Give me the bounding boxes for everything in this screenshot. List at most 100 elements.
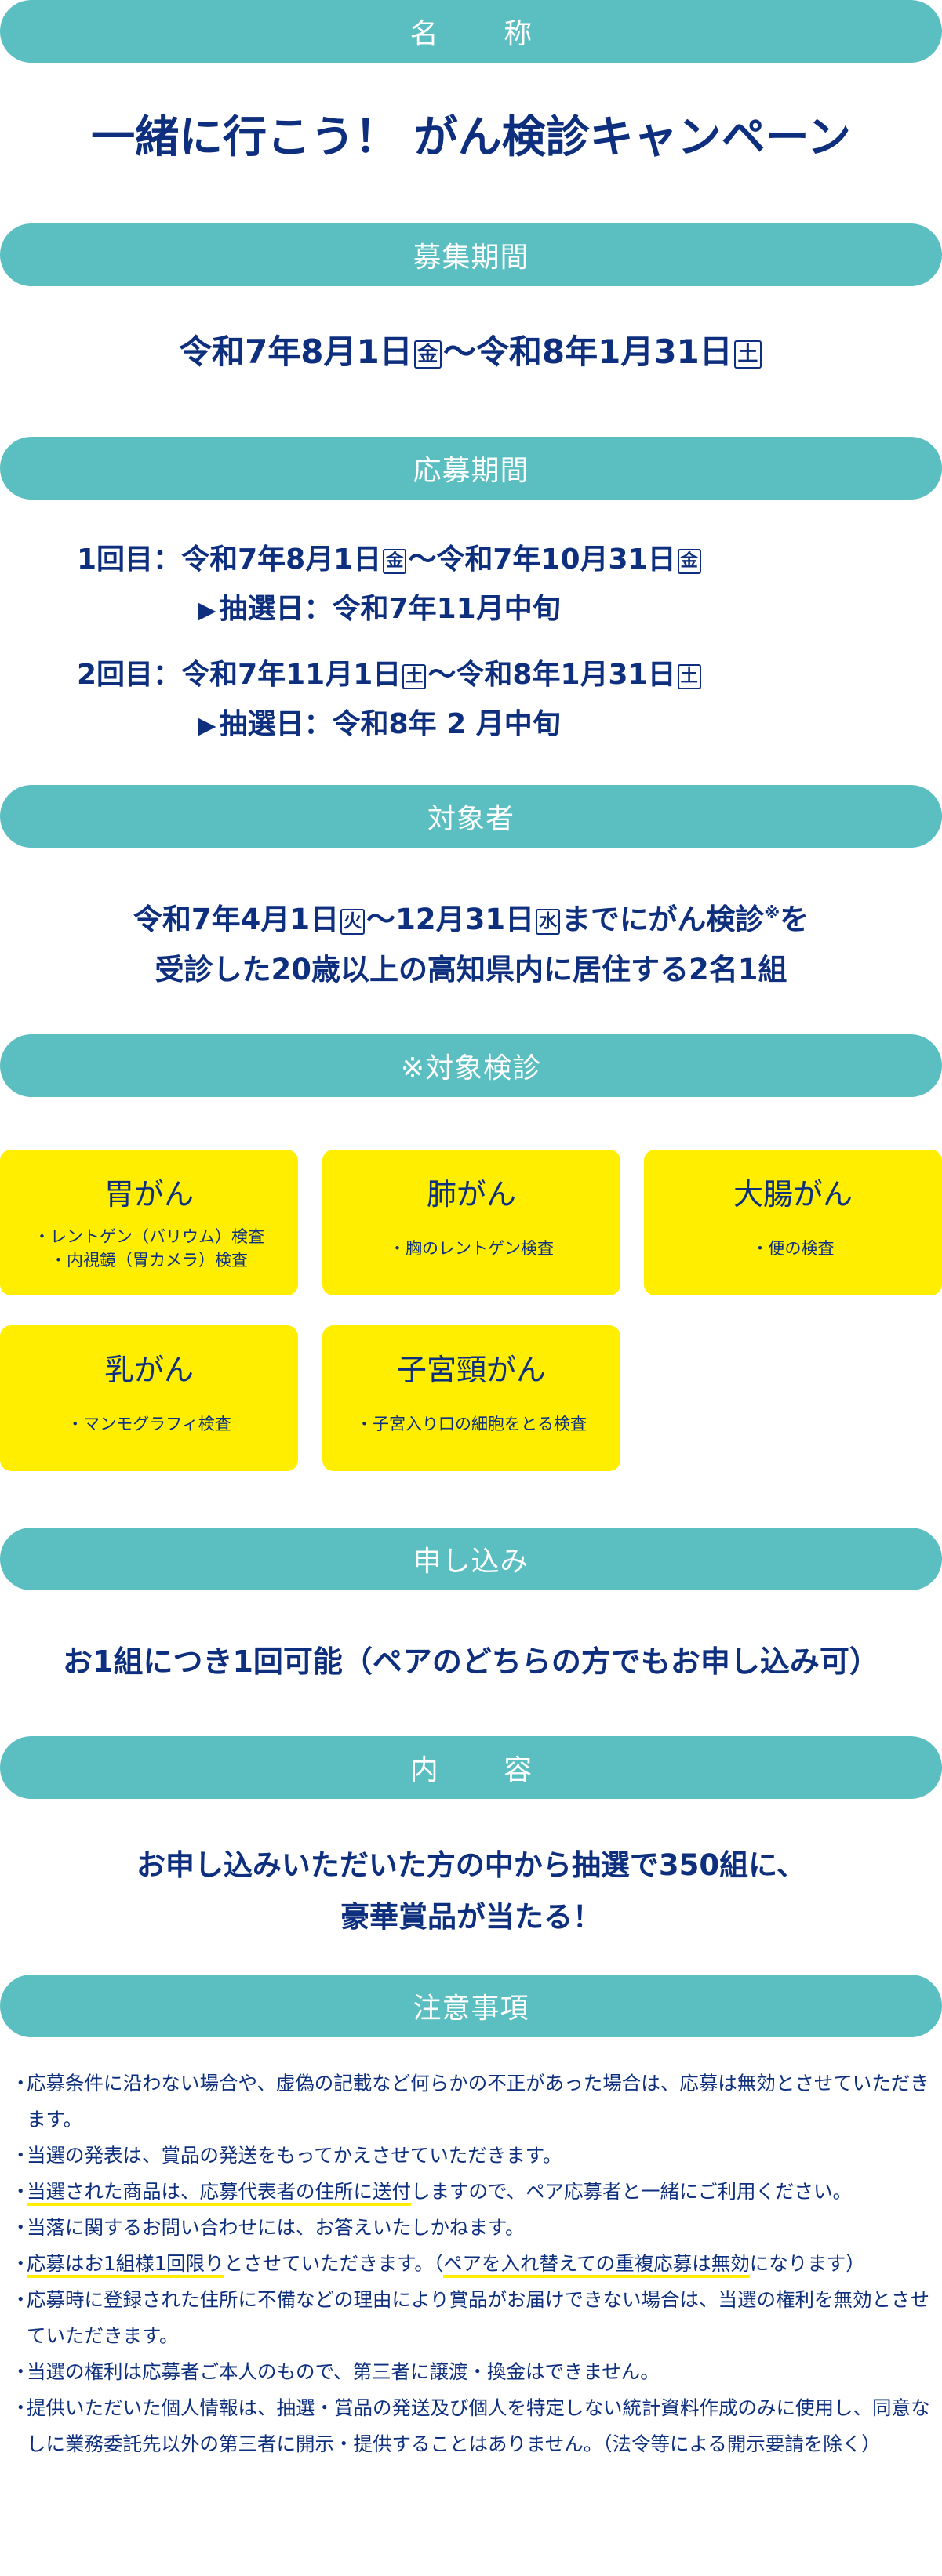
draw-label: 抽選日： (219, 708, 333, 740)
note-text: 応募はお1組様1回限りとさせていただきます。（ペアを入れ替えての重複応募は無効に… (27, 2246, 937, 2282)
note-item: ・当選の発表は、賞品の発送をもってかえさせていただきます。 (11, 2138, 937, 2174)
text-segment: とさせていただきます。（ (224, 2252, 443, 2275)
section-heading-eligibility: 対象者 (0, 785, 942, 848)
text-segment: になります） (749, 2252, 865, 2275)
note-text: 当選の発表は、賞品の発送をもってかえさせていただきます。 (27, 2138, 937, 2174)
bullet-icon: ・ (11, 2360, 31, 2383)
card-items: ・マンモグラフィ検査 (0, 1396, 298, 1452)
card-item: ・子宮入り口の細胞をとる検査 (356, 1415, 587, 1433)
application-text: お1組につき1回可能（ペアのどちらの方でもお申し込み可） (63, 1644, 879, 1679)
triangle-right-icon: ▶ (198, 712, 216, 739)
recruit-period-dates: 令和7年8月1日金～令和8年1月31日土 (0, 325, 942, 373)
bullet-icon: ・ (11, 2144, 31, 2167)
screening-card-stomach: 胃がん ・レントゲン（バリウム）検査 ・内視鏡（胃カメラ）検査 (0, 1150, 298, 1295)
screening-card-cervical: 子宮頸がん ・子宮入り口の細胞をとる検査 (322, 1325, 620, 1471)
weekday-badge: 金 (383, 549, 407, 575)
round-1-period: 1回目：令和7年8月1日金～令和7年10月31日金 (77, 536, 703, 577)
campaign-title: 一緒に行こう！ がん検診キャンペーン (91, 112, 851, 163)
content-line-2: 豪華賞品が当たる！ (340, 1900, 602, 1934)
note-text: 当選された商品は、応募代表者の住所に送付しますので、ペア応募者と一緒にご利用くだ… (27, 2174, 937, 2210)
round-2-period: 2回目：令和7年11月1日土～令和8年1月31日土 (77, 652, 703, 692)
card-item: ・レントゲン（バリウム）検査 (34, 1227, 264, 1246)
card-title: 胃がん (104, 1177, 194, 1212)
text-segment: 提供いただいた個人情報は、抽選・賞品の発送及び個人を特定しない統計資料作成のみに… (27, 2396, 930, 2455)
card-title: 子宮頸がん (396, 1353, 546, 1387)
note-item: ・応募時に登録された住所に不備などの理由により賞品がお届けできない場合は、当選の… (11, 2282, 937, 2354)
screening-card-breast: 乳がん ・マンモグラフィ検査 (0, 1325, 298, 1471)
end-date: 令和8年1月31日 (475, 332, 733, 371)
start-date: 令和7年4月1日 (133, 903, 340, 936)
card-title: 肺がん (426, 1177, 516, 1212)
card-items: ・レントゲン（バリウム）検査 ・内視鏡（胃カメラ）検査 (0, 1220, 298, 1277)
heading-label: 名 称 (409, 18, 561, 50)
heading-label: 募集期間 (413, 242, 529, 274)
weekday-badge: 火 (340, 909, 366, 935)
card-item: ・胸のレントゲン検査 (389, 1239, 554, 1258)
triangle-right-icon: ▶ (198, 597, 216, 624)
heading-label: 注意事項 (413, 1993, 529, 2025)
heading-label: ※対象検診 (400, 1052, 542, 1085)
range-separator: ～ (408, 543, 437, 576)
highlighted-text: ペアを入れ替えての重複応募は無効 (443, 2252, 750, 2275)
weekday-badge: 土 (677, 664, 701, 690)
card-items: ・子宮入り口の細胞をとる検査 (322, 1396, 620, 1452)
card-items: ・便の検査 (644, 1220, 942, 1277)
text-segment: 応募条件に沿わない場合や、虚偽の記載など何らかの不正があった場合は、応募は無効と… (27, 2072, 929, 2131)
text-segment: 当選の発表は、賞品の発送をもってかえさせていただきます。 (27, 2144, 562, 2167)
round-label: 2回目： (77, 659, 182, 691)
round-label: 1回目： (77, 543, 182, 576)
weekday-badge: 金 (677, 549, 701, 575)
heading-label: 内 容 (409, 1754, 561, 1786)
card-title: 乳がん (104, 1353, 194, 1387)
bullet-icon: ・ (11, 2252, 31, 2275)
heading-label: 対象者 (427, 803, 515, 835)
section-heading-content: 内 容 (0, 1736, 942, 1799)
round-2-draw-date: ▶抽選日：令和8年 2 月中旬 (198, 701, 561, 742)
start-date: 令和7年8月1日 (181, 543, 382, 576)
eligibility-line-2: 受診した20歳以上の高知県内に居住する2名1組 (155, 953, 787, 986)
note-text: 応募条件に沿わない場合や、虚偽の記載など何らかの不正があった場合は、応募は無効と… (27, 2066, 937, 2138)
end-date: 令和7年10月31日 (436, 543, 676, 576)
note-item: ・提供いただいた個人情報は、抽選・賞品の発送及び個人を特定しない統計資料作成のみ… (11, 2390, 937, 2462)
text-segment: 当選の権利は応募者ご本人のもので、第三者に譲渡・換金はできません。 (27, 2360, 660, 2383)
end-date: ～12月31日 (366, 903, 535, 936)
eligibility-line-1: 令和7年4月1日火～12月31日水までにがん検診※を (0, 896, 942, 938)
bullet-icon: ・ (11, 2396, 31, 2419)
bullet-icon: ・ (11, 2072, 31, 2095)
eligibility-text: を (780, 903, 809, 936)
weekday-badge: 水 (536, 909, 561, 935)
text-segment: しますので、ペア応募者と一緒にご利用ください。 (411, 2180, 853, 2203)
note-text: 当選の権利は応募者ご本人のもので、第三者に譲渡・換金はできません。 (27, 2354, 937, 2390)
card-title: 大腸がん (733, 1177, 853, 1212)
highlighted-text: 応募はお1組様1回限り (27, 2252, 224, 2275)
card-item: ・内視鏡（胃カメラ）検査 (50, 1251, 248, 1270)
note-text: 当落に関するお問い合わせには、お答えいたしかねます。 (27, 2210, 937, 2246)
screening-card-lung: 肺がん ・胸のレントゲン検査 (322, 1150, 620, 1295)
weekday-badge: 土 (402, 664, 427, 690)
start-date: 令和7年11月1日 (181, 659, 402, 691)
highlighted-text: 当選された商品は、応募代表者の住所に送付 (27, 2180, 411, 2203)
section-heading-recruit-period: 募集期間 (0, 223, 942, 286)
section-heading-application-period: 応募期間 (0, 437, 942, 500)
content-line-1: お申し込みいただいた方の中から抽選で350組に、 (136, 1848, 806, 1882)
eligibility-text: までにがん検診 (562, 903, 765, 936)
end-date: 令和8年1月31日 (456, 659, 676, 691)
section-heading-application: 申し込み (0, 1528, 942, 1590)
draw-date: 令和8年 2 月中旬 (332, 708, 561, 740)
start-date: 令和7年8月1日 (179, 332, 413, 371)
bullet-icon: ・ (11, 2288, 31, 2311)
note-text: 応募時に登録された住所に不備などの理由により賞品がお届けできない場合は、当選の権… (27, 2282, 937, 2354)
heading-label: 申し込み (413, 1546, 529, 1578)
weekday-badge: 土 (733, 340, 762, 369)
note-item: ・応募はお1組様1回限りとさせていただきます。（ペアを入れ替えての重複応募は無効… (11, 2246, 937, 2282)
reference-mark: ※ (764, 903, 780, 922)
card-items: ・胸のレントゲン検査 (322, 1220, 620, 1277)
card-item: ・マンモグラフィ検査 (67, 1415, 231, 1433)
round-1-draw-date: ▶抽選日：令和7年11月中旬 (198, 586, 561, 627)
bullet-icon: ・ (11, 2180, 31, 2203)
draw-date: 令和7年11月中旬 (332, 593, 561, 625)
section-heading-target-screenings: ※対象検診 (0, 1034, 942, 1097)
range-separator: ～ (427, 659, 456, 691)
card-item: ・便の検査 (751, 1239, 835, 1258)
text-segment: 当落に関するお問い合わせには、お答えいたしかねます。 (27, 2216, 525, 2239)
